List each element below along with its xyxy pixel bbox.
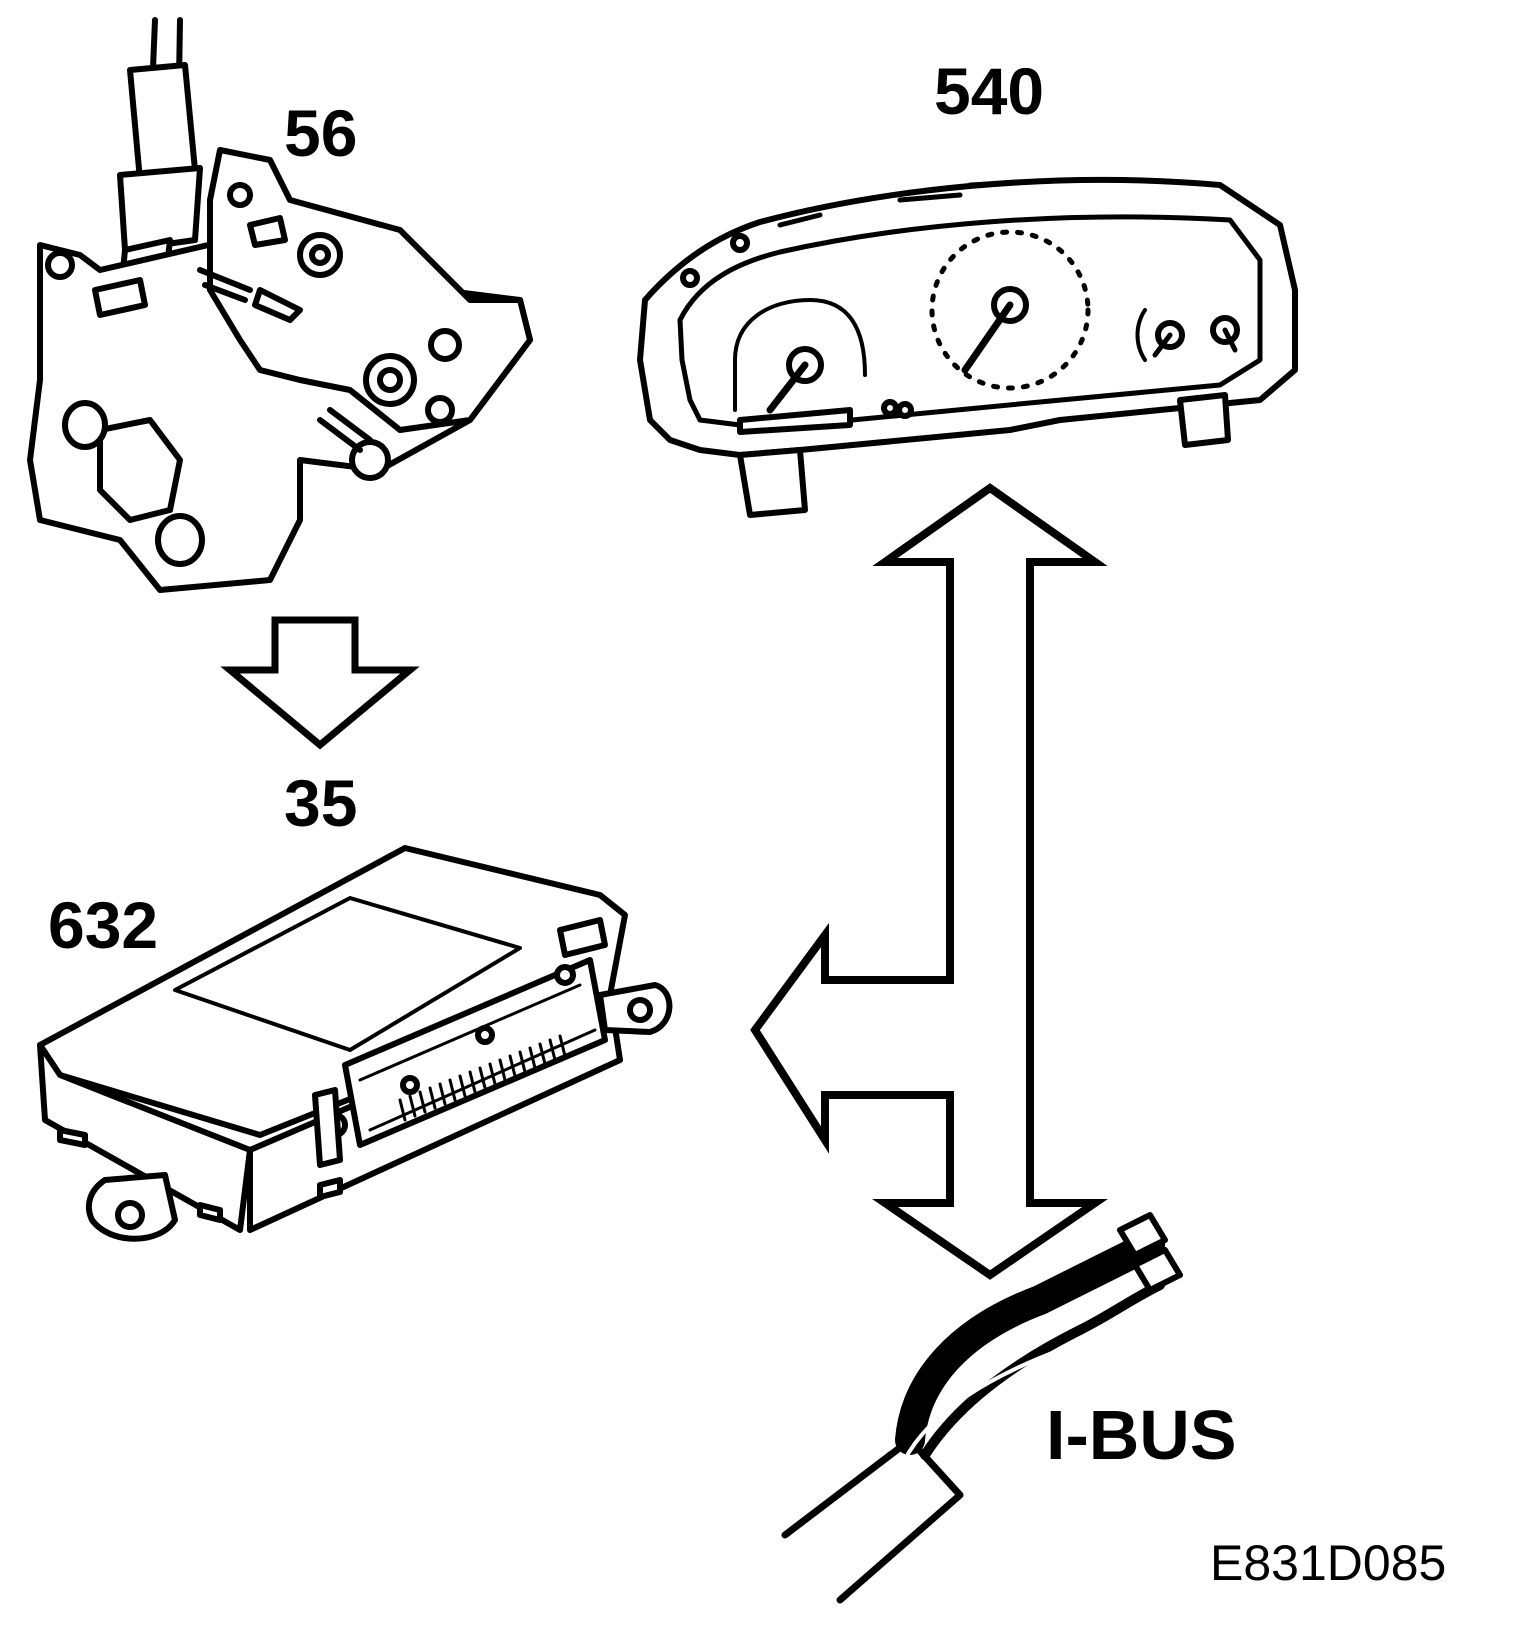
- control-module-drawing: [37, 845, 673, 1242]
- down-arrow: [220, 616, 420, 750]
- lock-latch-drawing: [27, 17, 533, 593]
- bus-label: I-BUS: [1046, 1396, 1237, 1474]
- module-label: 632: [48, 888, 159, 962]
- latch-label: 56: [284, 96, 358, 170]
- signal-label: 35: [284, 766, 358, 840]
- bus-double-arrow: [750, 483, 1108, 1280]
- figure-code: E831D085: [1210, 1535, 1447, 1591]
- instrument-cluster-drawing: [637, 176, 1298, 518]
- ibus-cable-drawing: [781, 1212, 1183, 1604]
- cluster-label: 540: [934, 54, 1045, 128]
